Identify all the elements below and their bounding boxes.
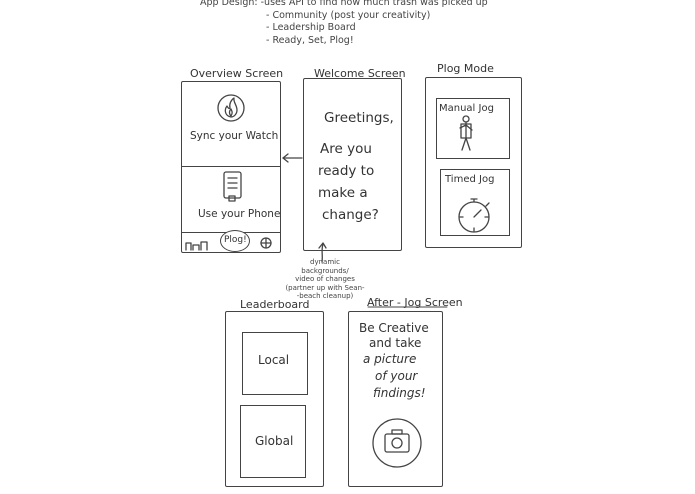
- welcome-line: ready to: [318, 163, 375, 179]
- timed-jog-label: Timed Jog: [445, 174, 495, 185]
- annotation-line: backgrounds/: [301, 266, 349, 275]
- annotation-line: dynamic: [310, 258, 340, 266]
- plog-button-label: Plog!: [224, 235, 247, 245]
- overview-title: Overview Screen: [190, 67, 284, 80]
- welcome-line: make a: [318, 185, 368, 201]
- welcome-title: Welcome Screen: [314, 67, 406, 80]
- stopwatch-icon: [458, 198, 490, 233]
- leaderboard-title: Leaderboard: [240, 298, 310, 311]
- notes-item: -uses API to find how much trash was pic…: [260, 0, 488, 8]
- annotation-line: (partner up with Sean-: [285, 283, 365, 292]
- welcome-line: change?: [322, 207, 379, 223]
- after-jog-screen: Be Creative and take a picture of your f…: [348, 311, 443, 487]
- leaderboard-screen: Local Global: [225, 311, 324, 487]
- after-jog-title: After - Jog Screen: [367, 296, 463, 309]
- local-board-button[interactable]: Local: [242, 332, 308, 395]
- welcome-annotation: dynamic backgrounds/ video of changes (p…: [280, 258, 370, 301]
- camera-icon: [372, 418, 422, 468]
- welcome-screen: Greetings, Are you ready to make a chang…: [303, 78, 402, 251]
- notes-heading: App Design:: [200, 0, 258, 8]
- phone-icon: [223, 171, 242, 202]
- plog-button[interactable]: Plog!: [220, 230, 250, 252]
- timed-jog-button[interactable]: Timed Jog: [440, 169, 510, 236]
- after-jog-line: Be Creative: [359, 321, 429, 335]
- greeting-text: Greetings,: [324, 110, 394, 126]
- after-jog-line: of your: [375, 369, 418, 383]
- arrow-left-icon: [282, 153, 303, 163]
- after-jog-line: a picture: [363, 352, 417, 366]
- notes-item: - Community (post your creativity): [266, 9, 431, 21]
- overview-divider: [182, 166, 280, 167]
- app-design-notes: App Design: -uses API to find how much t…: [200, 0, 488, 47]
- local-label: Local: [258, 353, 290, 367]
- manual-jog-button[interactable]: Manual Jog: [436, 98, 510, 159]
- global-label: Global: [255, 434, 294, 448]
- globe-icon: [260, 237, 272, 249]
- after-jog-line: and take: [369, 336, 422, 350]
- use-phone-label: Use your Phone: [198, 208, 281, 220]
- sync-watch-label: Sync your Watch: [190, 130, 279, 142]
- plog-mode-screen: Manual Jog Timed Jog: [425, 77, 522, 248]
- notes-item: - Ready, Set, Plog!: [266, 34, 354, 46]
- plog-mode-title: Plog Mode: [437, 62, 494, 75]
- after-jog-line: findings!: [373, 386, 426, 400]
- global-board-button[interactable]: Global: [240, 405, 306, 478]
- flame-icon: [217, 94, 245, 122]
- annotation-line: video of changes: [295, 275, 355, 283]
- notes-item: - Leadership Board: [266, 22, 356, 33]
- welcome-line: Are you: [320, 141, 372, 157]
- overview-screen: Sync your Watch Use your Phone Plog!: [181, 81, 281, 253]
- annotation-line: -beach cleanup): [296, 292, 354, 300]
- walking-person-icon: [459, 115, 473, 151]
- arrow-up-icon: [318, 242, 327, 263]
- manual-jog-label: Manual Jog: [439, 103, 494, 114]
- nav-icons-left: [185, 241, 208, 251]
